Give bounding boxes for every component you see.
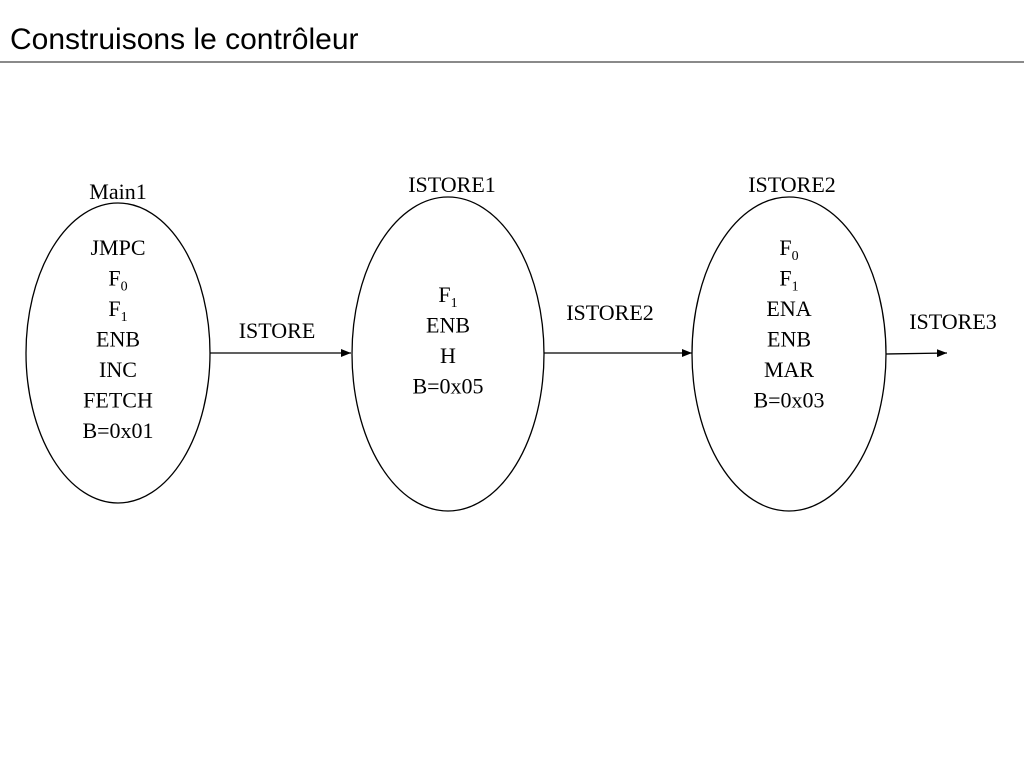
state-action-line: B=0x01 (82, 418, 153, 443)
subscript: 0 (792, 249, 799, 264)
subscript: 1 (451, 296, 458, 311)
state-name-istore1: ISTORE1 (408, 172, 496, 197)
state-action-line: F1 (779, 266, 798, 295)
state-action-line: F0 (779, 235, 798, 264)
state-action-line: INC (99, 357, 137, 382)
slide-title: Construisons le contrôleur (10, 23, 359, 56)
subscript: 1 (121, 310, 128, 325)
state-action-line: ENB (96, 327, 140, 352)
state-action-line: F1 (108, 296, 127, 325)
state-action-line: JMPC (90, 235, 145, 260)
transition-label-istore: ISTORE (239, 318, 316, 343)
transition-arrow-istore3 (885, 349, 948, 358)
state-action-line: F1 (438, 282, 457, 311)
state-action-line: ENB (767, 327, 811, 352)
state-action-line: ENB (426, 313, 470, 338)
state-action-line: B=0x05 (412, 374, 483, 399)
state-action-line: B=0x03 (753, 388, 824, 413)
state-action-line: FETCH (83, 388, 153, 413)
subscript: 0 (121, 280, 128, 295)
transition-label-istore3: ISTORE3 (909, 309, 997, 334)
state-name-main1: Main1 (89, 179, 146, 204)
state-ellipse-istore1 (351, 196, 545, 512)
state-name-istore2: ISTORE2 (748, 172, 836, 197)
state-action-line: ENA (766, 296, 811, 321)
state-action-line: F0 (108, 266, 127, 295)
transition-label-istore2: ISTORE2 (566, 300, 654, 325)
subscript: 1 (792, 280, 799, 295)
title-divider (0, 61, 1024, 63)
state-action-line: MAR (764, 357, 814, 382)
state-action-line: H (440, 343, 456, 368)
